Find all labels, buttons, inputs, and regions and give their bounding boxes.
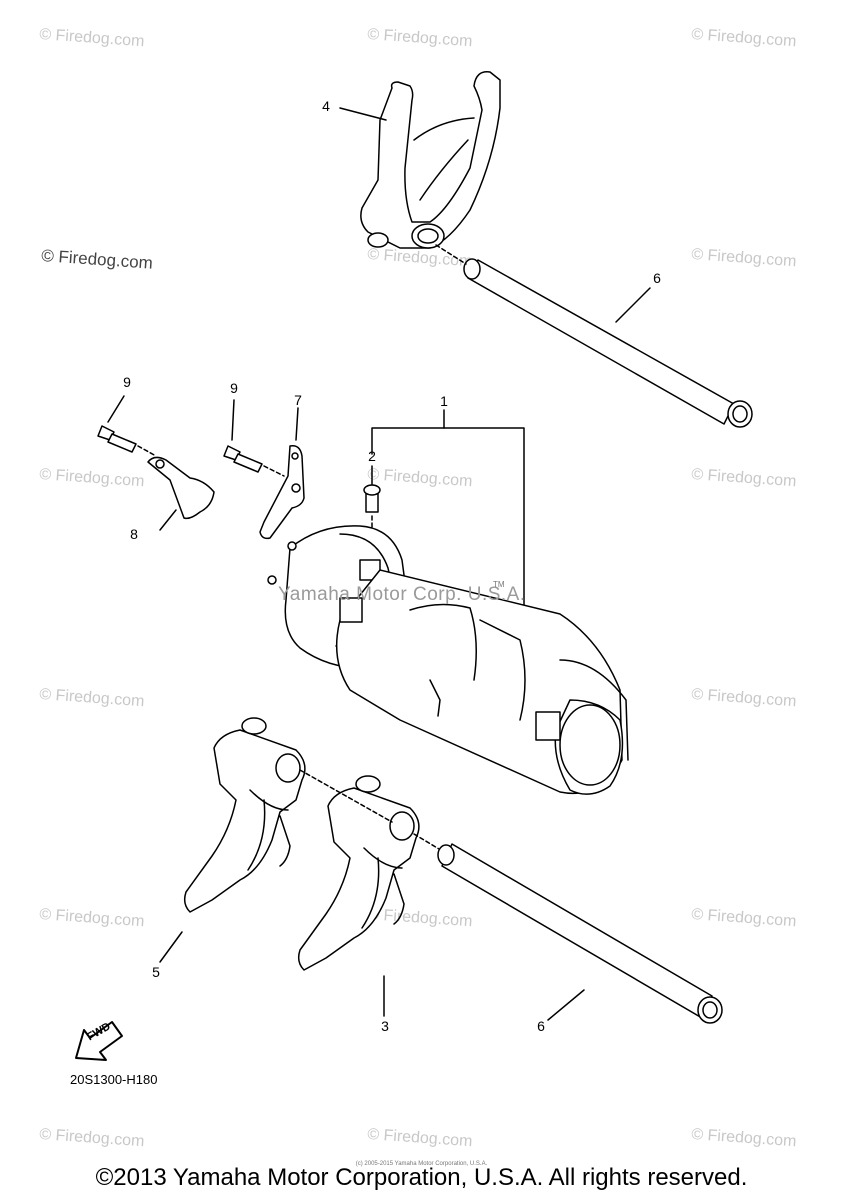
trademark-mark: TM <box>493 580 505 589</box>
shift-drum <box>267 525 629 795</box>
pin <box>363 484 381 513</box>
callout-8: 8 <box>130 526 138 542</box>
stopper-lever <box>147 456 215 520</box>
shift-fork-shaft-upper <box>463 258 753 428</box>
stopper-plate <box>259 444 305 540</box>
screw-left <box>97 425 137 453</box>
callout-2: 2 <box>368 448 376 464</box>
small-copyright: (c) 2005-2015 Yamaha Motor Corporation, … <box>355 1161 488 1167</box>
shift-fork-left <box>183 717 306 913</box>
manufacturer-watermark: Yamaha Motor Corp. U.S.A. <box>278 584 526 605</box>
callout-6-lower: 6 <box>537 1018 545 1034</box>
callout-9-left: 9 <box>123 374 131 390</box>
callout-6-upper: 6 <box>653 270 661 286</box>
callout-4: 4 <box>322 98 330 114</box>
copyright-notice: ©2013 Yamaha Motor Corporation, U.S.A. A… <box>95 1164 748 1191</box>
shift-fork-upper <box>360 71 501 249</box>
callout-7: 7 <box>294 392 302 408</box>
diagram-part-number: 20S1300-H180 <box>70 1072 158 1087</box>
shift-fork-shaft-lower <box>437 843 723 1024</box>
shift-fork-right <box>297 775 420 971</box>
callout-3: 3 <box>381 1018 389 1034</box>
callout-1: 1 <box>440 393 448 409</box>
callout-5: 5 <box>152 964 160 980</box>
screw-right <box>223 445 263 473</box>
fwd-arrow-icon <box>75 1021 123 1061</box>
callout-9-right: 9 <box>230 380 238 396</box>
